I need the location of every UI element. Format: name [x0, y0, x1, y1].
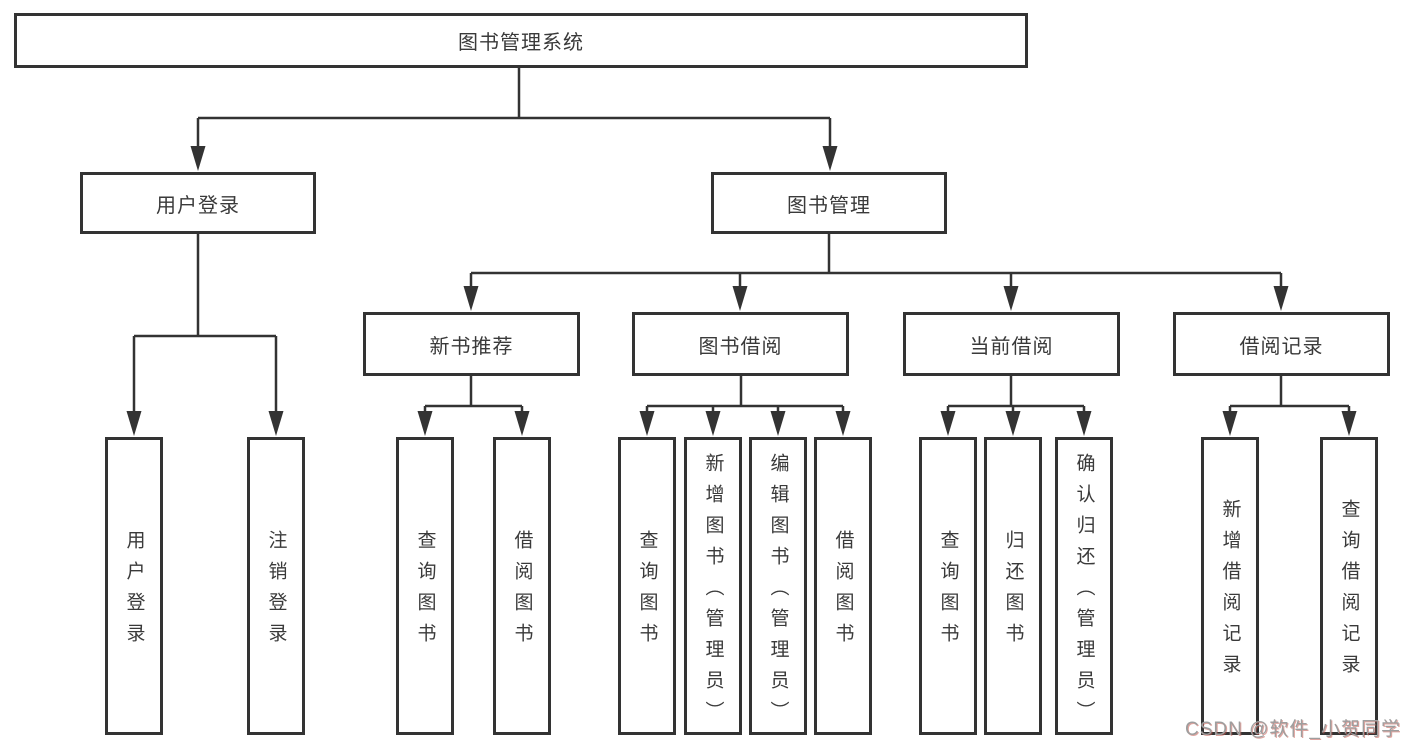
node-label: 图书管理系统	[458, 32, 584, 54]
node-label: 借阅图书	[832, 530, 854, 654]
node-label: 查询图书	[937, 530, 959, 654]
node-leaf-borrow-books-borrowing: 借阅图书	[814, 437, 872, 735]
node-leaf-confirm-return-admin: 确认归还（管理员）	[1055, 437, 1113, 735]
node-label: 新增图书（管理员）	[702, 452, 724, 732]
node-book-borrowing: 图书借阅	[632, 312, 849, 376]
node-label: 查询借阅记录	[1338, 499, 1360, 685]
node-label: 借阅记录	[1239, 335, 1324, 358]
node-label: 借阅图书	[511, 530, 533, 654]
node-book-management-branch: 图书管理	[711, 172, 947, 234]
node-label: 确认归还（管理员）	[1073, 452, 1095, 732]
node-label: 新增借阅记录	[1219, 499, 1241, 685]
node-label: 新书推荐	[429, 335, 514, 358]
node-leaf-user-login: 用户登录	[105, 437, 163, 735]
node-new-book-recommendation: 新书推荐	[363, 312, 580, 376]
node-leaf-logout: 注销登录	[247, 437, 305, 735]
node-leaf-add-book-admin: 新增图书（管理员）	[684, 437, 742, 735]
node-current-borrowing: 当前借阅	[903, 312, 1120, 376]
node-leaf-query-borrow-record: 查询借阅记录	[1320, 437, 1378, 735]
node-label: 查询图书	[414, 530, 436, 654]
node-leaf-add-borrow-record: 新增借阅记录	[1201, 437, 1259, 735]
node-system-root: 图书管理系统	[14, 13, 1028, 68]
node-leaf-query-books-recommend: 查询图书	[396, 437, 454, 735]
node-leaf-edit-book-admin: 编辑图书（管理员）	[749, 437, 807, 735]
node-user-login-branch: 用户登录	[80, 172, 316, 234]
node-label: 归还图书	[1002, 530, 1024, 654]
node-label: 当前借阅	[969, 335, 1054, 358]
node-label: 查询图书	[636, 530, 658, 654]
node-label: 注销登录	[265, 530, 287, 654]
node-label: 图书管理	[787, 194, 871, 217]
node-leaf-borrow-books-recommend: 借阅图书	[493, 437, 551, 735]
node-leaf-query-books-current: 查询图书	[919, 437, 977, 735]
node-label: 用户登录	[123, 530, 145, 654]
node-label: 用户登录	[156, 194, 240, 217]
node-leaf-return-books: 归还图书	[984, 437, 1042, 735]
csdn-watermark: CSDN @软件_小贺同学	[1185, 719, 1401, 740]
node-label: 编辑图书（管理员）	[767, 452, 789, 732]
node-leaf-query-books-borrowing: 查询图书	[618, 437, 676, 735]
node-label: 图书借阅	[698, 335, 783, 358]
node-borrowing-records: 借阅记录	[1173, 312, 1390, 376]
